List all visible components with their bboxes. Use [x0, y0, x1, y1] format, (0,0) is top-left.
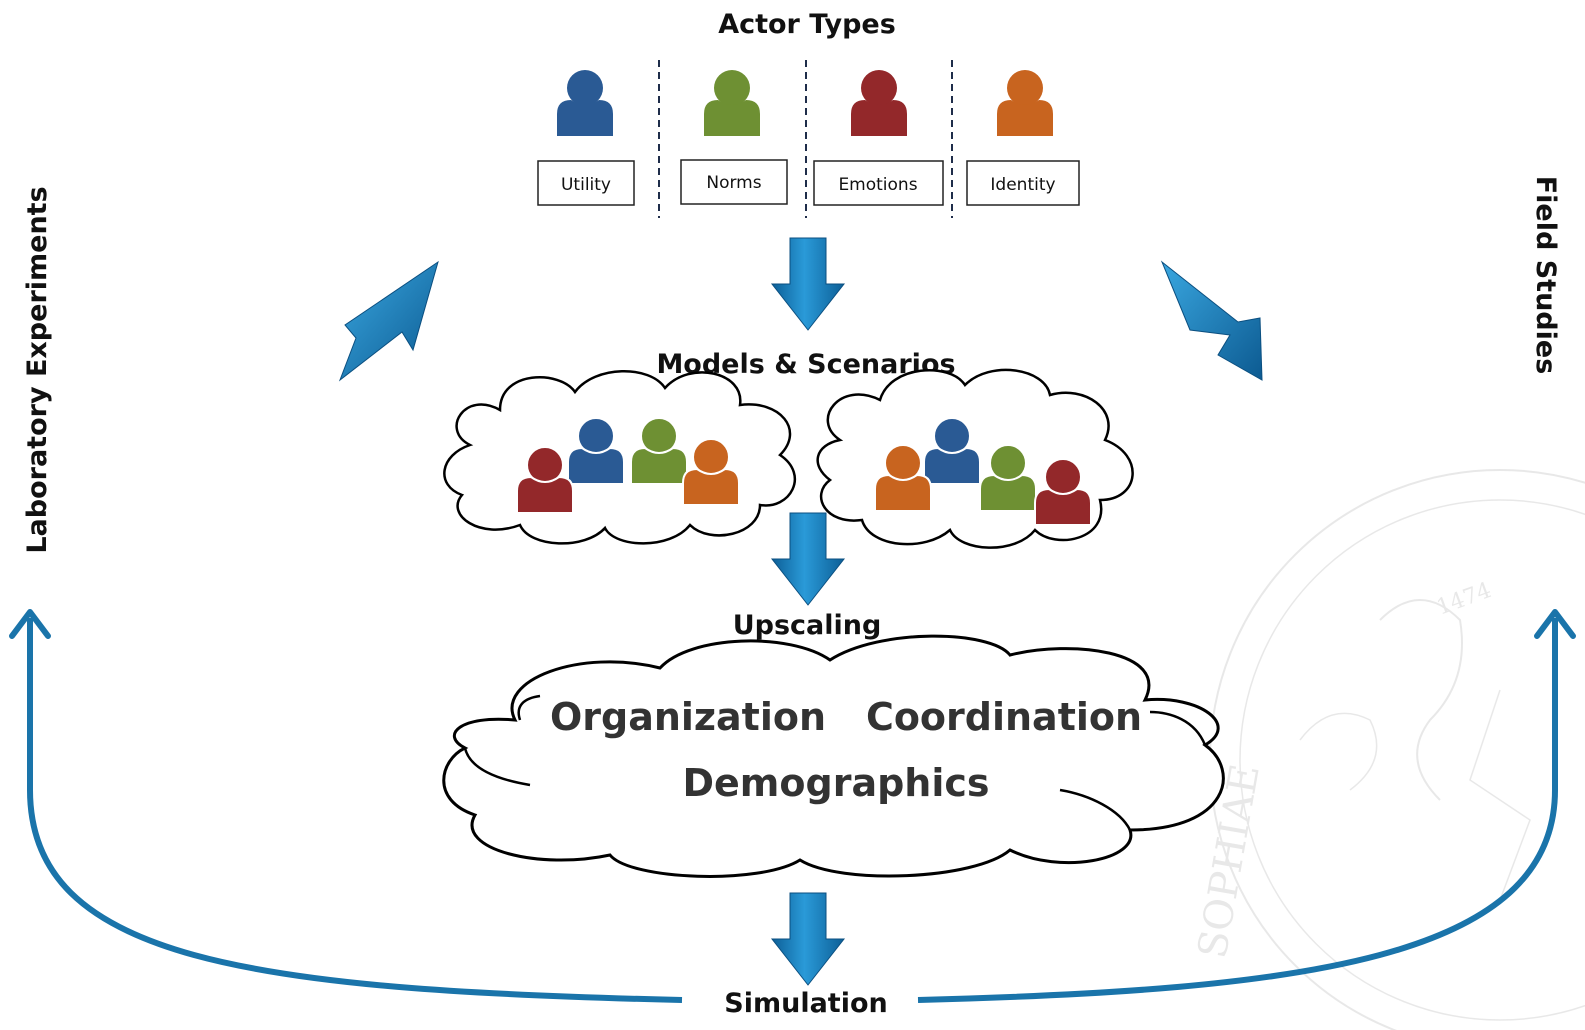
- diagonal-arrow-right-icon: [1160, 260, 1263, 381]
- person-icon-norms: [704, 70, 760, 136]
- cloud-text-coordination: Coordination: [866, 695, 1142, 739]
- actor-separators: [658, 60, 953, 218]
- upscaling-cloud: [442, 634, 1225, 878]
- utility-box: [537, 160, 635, 206]
- actor-label-emotions: Emotions: [838, 175, 917, 195]
- down-arrow-icon-3: [771, 892, 845, 986]
- feedback-curves: [9, 609, 1576, 1003]
- cloud-text-demographics: Demographics: [682, 761, 989, 805]
- norms-box: [680, 159, 788, 205]
- left-arrowhead-icon: [9, 609, 51, 639]
- actor-label-boxes: [537, 159, 1080, 206]
- right-arrowhead-icon: [1534, 609, 1576, 639]
- person-icon-emotions: [851, 70, 907, 136]
- cloud-text-organization: Organization: [550, 695, 826, 739]
- field-studies-label: Field Studies: [1530, 176, 1561, 375]
- right-feedback-curve: [917, 618, 1558, 1003]
- emotions-box: [813, 160, 944, 206]
- diagonal-arrow-left-icon: [338, 260, 439, 382]
- simulation-label: Simulation: [724, 988, 887, 1019]
- seal-year-text: 1474: [1434, 578, 1495, 621]
- scenario-cloud-right: [816, 368, 1134, 549]
- scenario-cloud-left: [443, 370, 797, 545]
- identity-box: [966, 160, 1080, 206]
- down-arrow-icon-1: [771, 237, 845, 331]
- person-icon-utility: [557, 70, 613, 136]
- down-arrow-icon-2: [771, 512, 845, 606]
- left-feedback-curve: [27, 618, 683, 1003]
- actor-label-identity: Identity: [990, 175, 1055, 195]
- laboratory-experiments-label: Laboratory Experiments: [22, 186, 53, 553]
- university-seal-watermark: 1474 SOPHIAE: [1190, 469, 1585, 1030]
- actor-label-norms: Norms: [706, 173, 761, 193]
- actor-types-title: Actor Types: [718, 9, 896, 40]
- upscaling-label: Upscaling: [733, 610, 882, 641]
- actor-label-utility: Utility: [561, 175, 611, 195]
- person-icon-identity: [997, 70, 1053, 136]
